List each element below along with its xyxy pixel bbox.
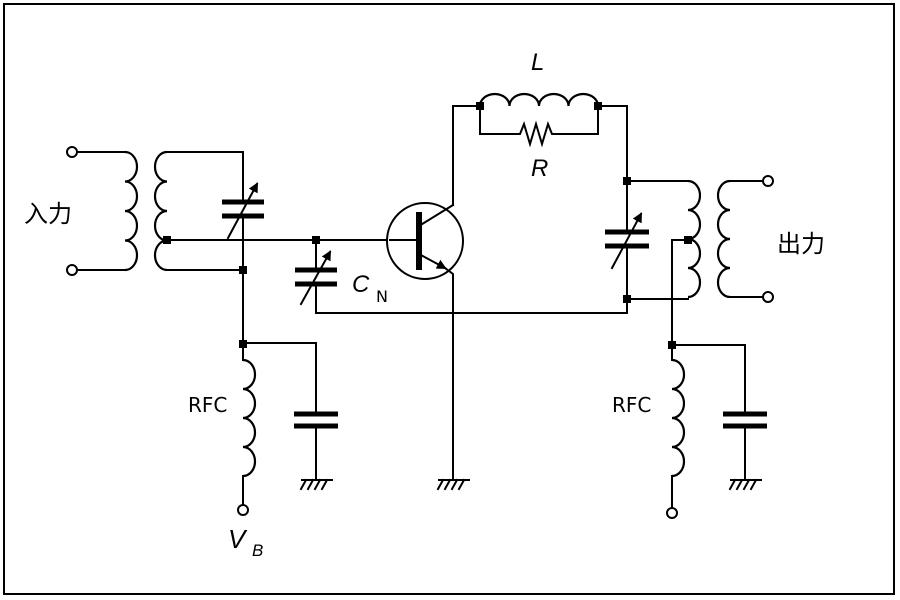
right-rfc-terminal	[666, 507, 678, 519]
l-label: L	[531, 49, 544, 76]
neutralizing-capacitor	[295, 239, 628, 314]
r-label: R	[531, 155, 548, 182]
input-terminal-top	[66, 146, 78, 158]
output-label: 出力	[777, 230, 825, 258]
right-rfc-coil	[671, 358, 686, 478]
right-bypass-capacitor	[723, 411, 767, 491]
diagram-border	[3, 3, 895, 595]
left-bypass-capacitor	[294, 411, 338, 491]
vb-subscript: B	[252, 541, 263, 560]
input-label: 入力	[24, 200, 72, 228]
left-rfc-coil	[242, 358, 257, 478]
output-tuning-capacitor	[605, 180, 649, 314]
input-tuning-capacitor	[222, 182, 264, 271]
input-primary-coil	[124, 150, 139, 272]
cn-subscript: N	[376, 287, 388, 306]
input-terminal-bottom	[66, 264, 78, 276]
cn-label: C	[352, 271, 370, 298]
output-terminal-bottom	[762, 291, 774, 303]
left-rfc-label: RFC	[188, 393, 227, 417]
input-secondary-coil	[153, 150, 168, 272]
input-transformer	[66, 146, 244, 276]
inductor-l	[478, 92, 600, 107]
output-secondary-coil	[716, 179, 731, 299]
output-terminal-top	[762, 175, 774, 187]
resistor-r	[479, 105, 599, 148]
vb-terminal	[237, 504, 249, 516]
right-rfc-label: RFC	[612, 393, 651, 417]
vb-label: V	[228, 524, 248, 554]
transistor	[386, 105, 470, 491]
